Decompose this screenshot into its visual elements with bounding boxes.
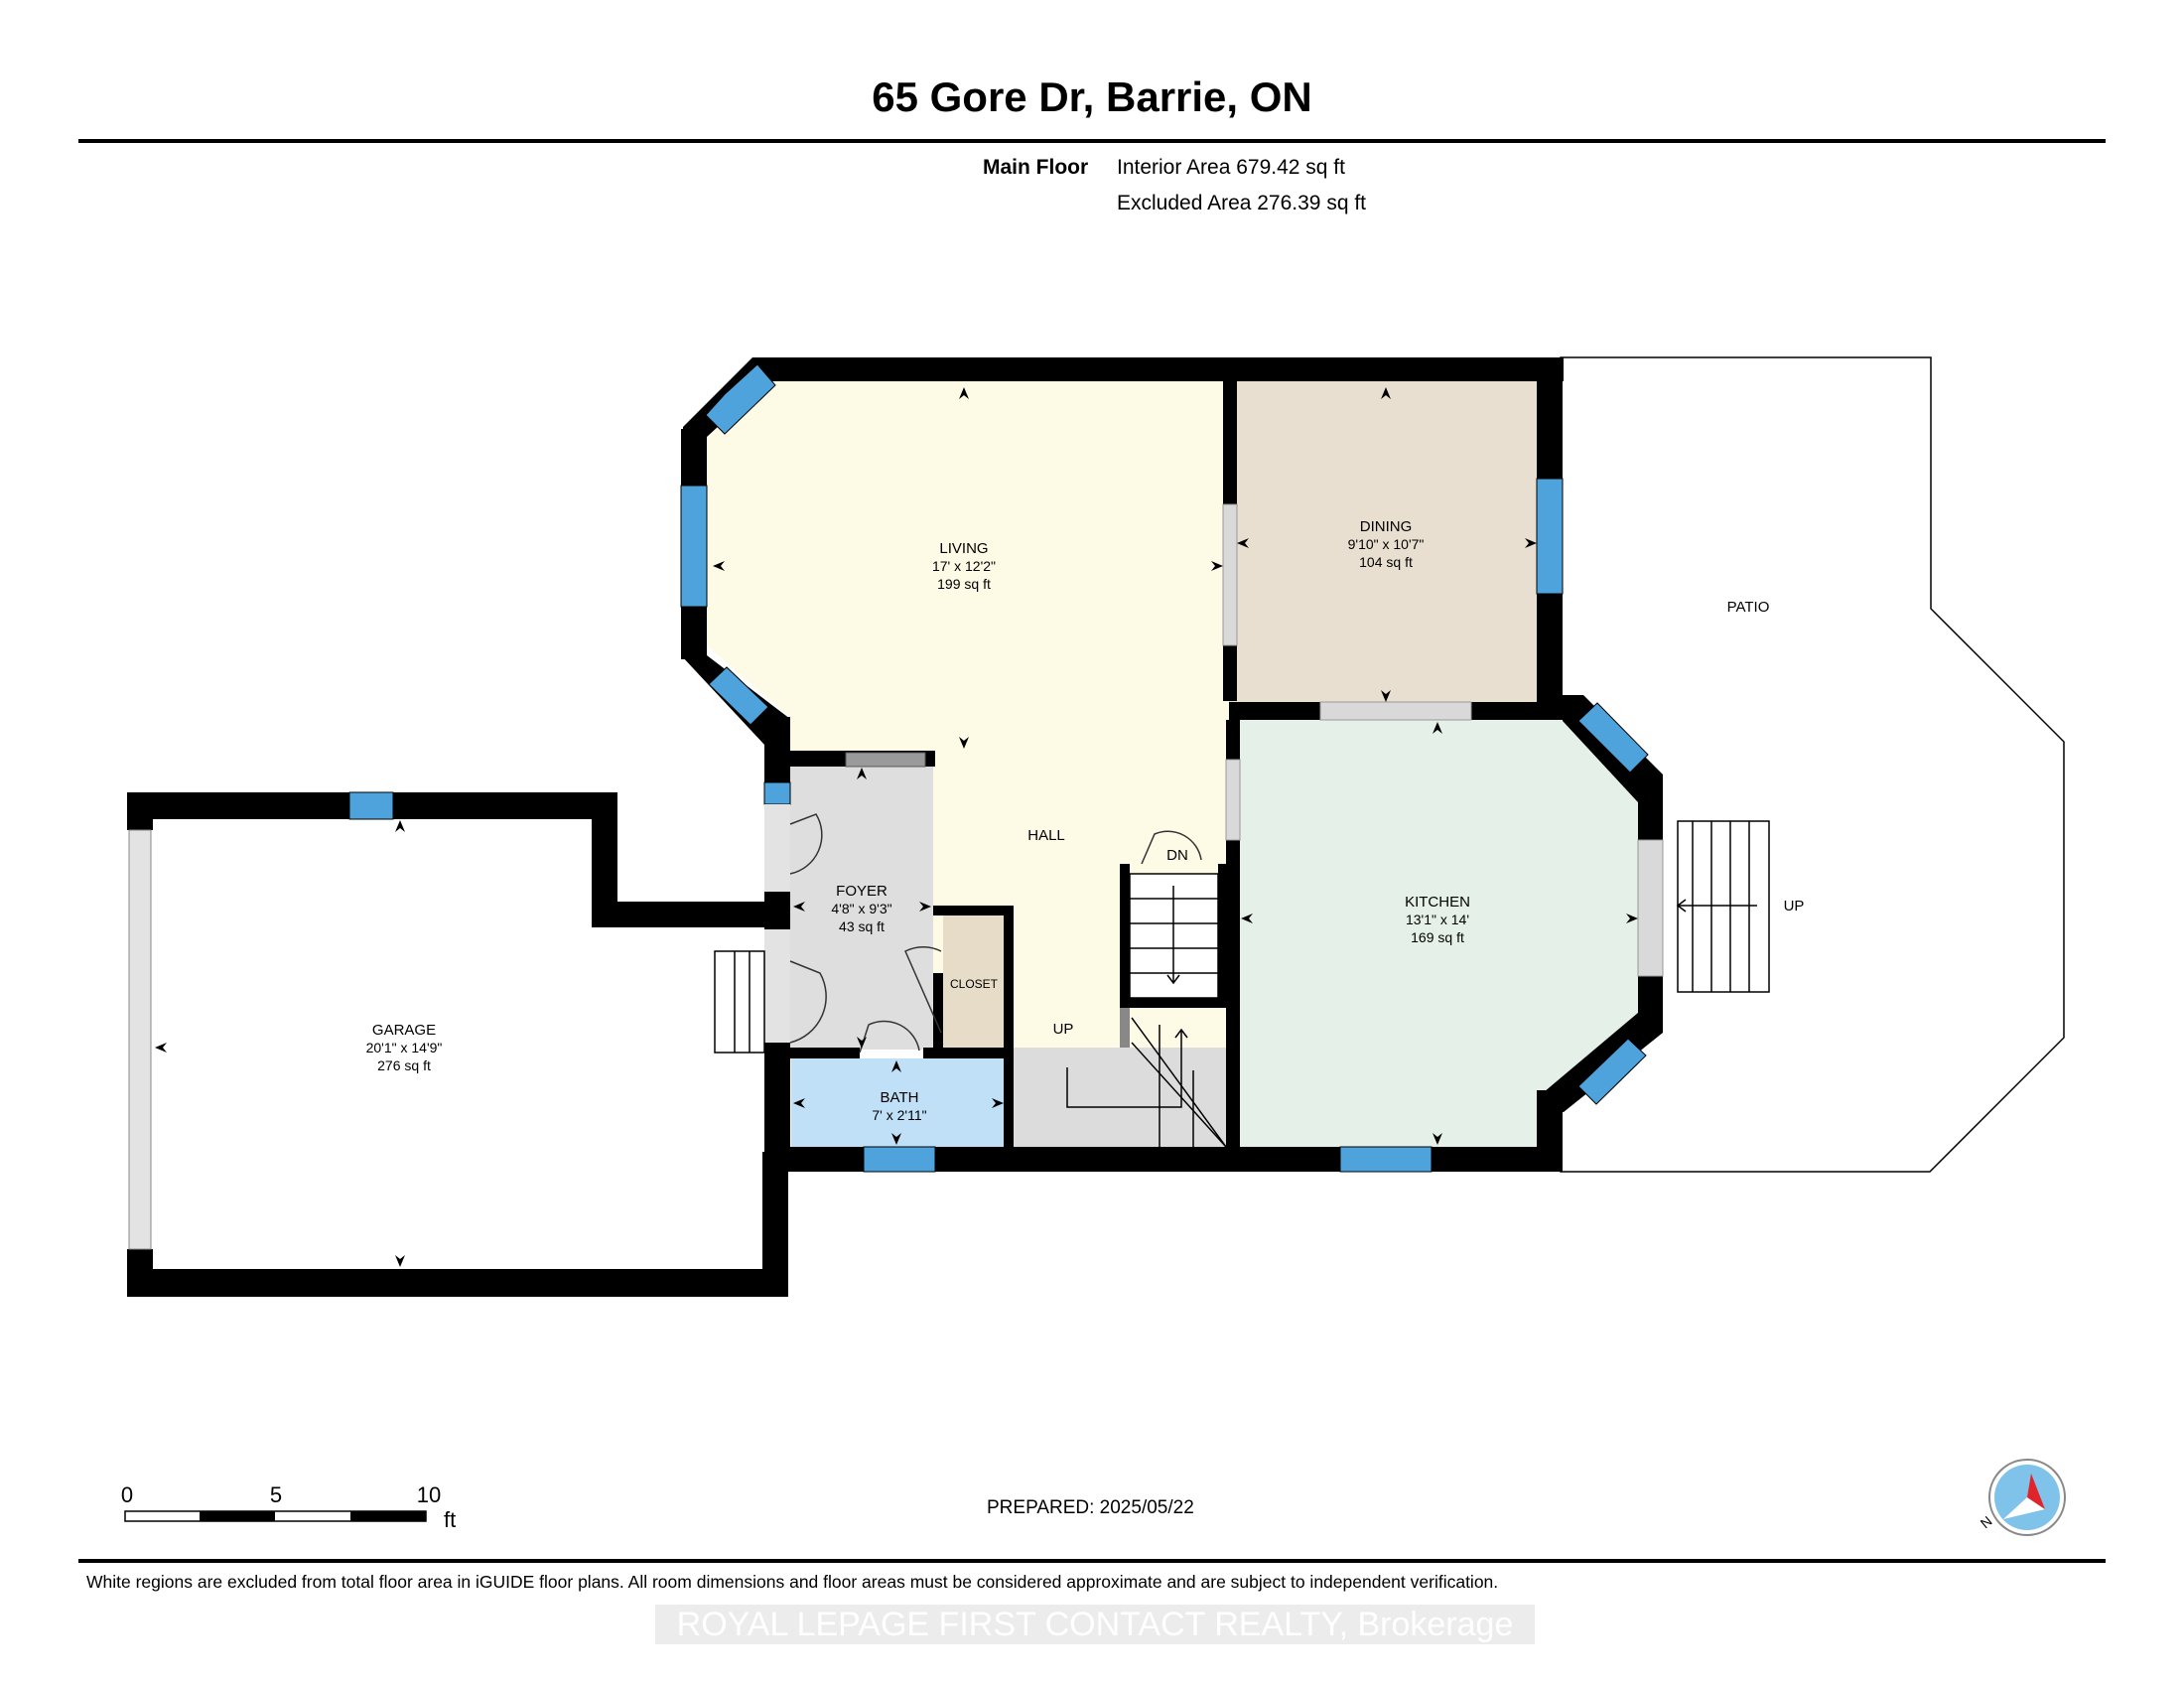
window-foyer-west xyxy=(763,781,791,805)
windows xyxy=(348,363,1649,1173)
compass-icon: N xyxy=(1978,1459,2066,1536)
window-living-ne xyxy=(705,363,776,435)
bath-name: BATH xyxy=(881,1089,919,1106)
prepared-date: PREPARED: 2025/05/22 xyxy=(987,1497,1194,1518)
dimension-arrows xyxy=(155,387,1638,1267)
foyer-dims: 4'8" x 9'3" xyxy=(831,901,891,916)
door-closet xyxy=(904,945,942,1034)
closet-shelf xyxy=(845,752,926,768)
opening-hall-kitchen xyxy=(1225,759,1241,841)
window-kitchen-ne xyxy=(1577,702,1649,774)
walls xyxy=(127,357,1663,1297)
stairs-up-inside xyxy=(1066,1017,1227,1148)
door-garage xyxy=(789,960,827,1044)
patio-label: PATIO xyxy=(1727,599,1770,616)
kitchen-dims: 13'1" x 14' xyxy=(1406,912,1469,927)
living-dims: 17' x 12'2" xyxy=(932,558,996,574)
garage-room xyxy=(152,817,759,1266)
bath-dims: 7' x 2'11" xyxy=(872,1107,926,1123)
opening-dining-kitchen xyxy=(1319,701,1472,721)
stairs-up-patio xyxy=(1676,820,1770,993)
openings xyxy=(128,503,1664,1250)
door-front xyxy=(789,813,823,875)
scale-tick-10: 10 xyxy=(417,1482,441,1507)
dining-name: DINING xyxy=(1360,518,1413,535)
garage-dims: 20'1" x 14'9" xyxy=(366,1040,443,1055)
stairs-down xyxy=(1129,873,1219,999)
kitchen-name: KITCHEN xyxy=(1405,894,1470,911)
foyer-name: FOYER xyxy=(836,883,887,900)
door-stairs xyxy=(1141,830,1202,865)
window-living-sw xyxy=(708,666,769,726)
garage-area: 276 sq ft xyxy=(377,1057,431,1073)
foyer-area: 43 sq ft xyxy=(839,918,885,934)
opening-garage-west xyxy=(128,829,152,1250)
stairs-down-label: DN xyxy=(1166,847,1188,864)
living-area: 199 sq ft xyxy=(937,576,991,592)
footer-rule xyxy=(78,1559,2106,1563)
brokerage-watermark: ROYAL LEPAGE FIRST CONTACT REALTY, Broke… xyxy=(655,1605,1535,1644)
excluded-area: Excluded Area 276.39 sq ft xyxy=(1117,192,1367,214)
garage-name: GARAGE xyxy=(372,1022,436,1039)
interior-area: Interior Area 679.42 sq ft xyxy=(1117,156,1345,179)
closet-room xyxy=(943,915,1004,1048)
stair-newel xyxy=(1120,1008,1130,1048)
window-bath-south xyxy=(863,1146,936,1173)
scale-unit: ft xyxy=(444,1507,456,1532)
compass-north: N xyxy=(1978,1513,1995,1532)
window-living-west xyxy=(680,485,708,608)
opening-kitchen-patio xyxy=(1637,839,1664,977)
window-kitchen-se xyxy=(1577,1038,1647,1105)
floor-label: Main Floor xyxy=(983,156,1089,179)
page-title: 65 Gore Dr, Barrie, ON xyxy=(872,73,1312,120)
window-dining-east xyxy=(1536,478,1564,595)
dining-room xyxy=(1229,379,1539,708)
dining-dims: 9'10" x 10'7" xyxy=(1348,536,1425,552)
scale-tick-5: 5 xyxy=(270,1482,282,1507)
header-rule xyxy=(78,139,2106,143)
closet-label: CLOSET xyxy=(950,977,999,991)
scale-tick-0: 0 xyxy=(121,1482,133,1507)
hall-label: HALL xyxy=(1027,827,1065,844)
window-kitchen-south xyxy=(1339,1146,1433,1173)
opening-foyer-north xyxy=(764,804,790,892)
window-garage-north xyxy=(348,791,394,820)
living-room xyxy=(707,379,1238,1147)
stairs-up-inside-label: UP xyxy=(1053,1021,1074,1038)
stairs-up-patio-label: UP xyxy=(1784,898,1805,914)
garage-steps xyxy=(714,950,765,1054)
kitchen-area: 169 sq ft xyxy=(1411,929,1464,945)
door-bath xyxy=(859,1020,920,1054)
dining-area: 104 sq ft xyxy=(1359,554,1413,570)
opening-living-dining xyxy=(1222,503,1238,646)
living-name: LIVING xyxy=(939,540,988,557)
kitchen-room xyxy=(1238,720,1643,1147)
opening-foyer-garage xyxy=(764,929,790,1043)
scale-bar: 0 5 10 ft xyxy=(121,1482,456,1532)
disclaimer-text: White regions are excluded from total fl… xyxy=(86,1572,1499,1592)
bath-room xyxy=(791,1058,1004,1147)
